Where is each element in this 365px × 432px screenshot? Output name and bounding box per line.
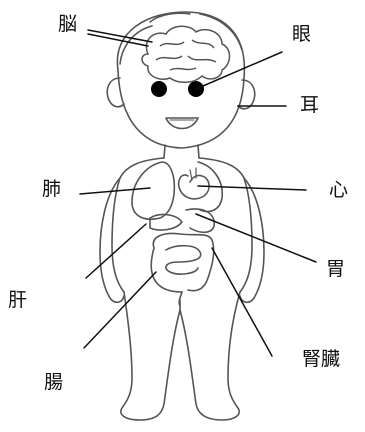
label-stomach: 胃 bbox=[326, 260, 345, 279]
leader-liver bbox=[86, 224, 146, 278]
stomach-organ bbox=[186, 209, 214, 232]
liver-organ bbox=[150, 215, 182, 230]
label-intestine: 腸 bbox=[44, 373, 63, 392]
small-intestine bbox=[166, 246, 201, 274]
head-outline bbox=[117, 12, 244, 148]
torso-outline bbox=[112, 158, 252, 292]
left-ear-outline bbox=[107, 78, 124, 107]
left-lung bbox=[132, 162, 174, 219]
left-eye bbox=[151, 81, 167, 97]
large-intestine bbox=[151, 234, 213, 292]
label-lung: 肺 bbox=[42, 180, 61, 199]
label-kidney: 腎臓 bbox=[302, 350, 340, 369]
label-eye: 眼 bbox=[292, 25, 311, 44]
label-brain: 脳 bbox=[58, 15, 77, 34]
leader-eye bbox=[196, 52, 282, 89]
brain-organ bbox=[142, 26, 230, 82]
leader-intestine bbox=[84, 272, 156, 348]
leader-lung bbox=[80, 188, 150, 194]
label-liver: 肝 bbox=[8, 291, 27, 310]
label-heart: 心 bbox=[329, 181, 348, 200]
label-ear: 耳 bbox=[300, 96, 319, 115]
